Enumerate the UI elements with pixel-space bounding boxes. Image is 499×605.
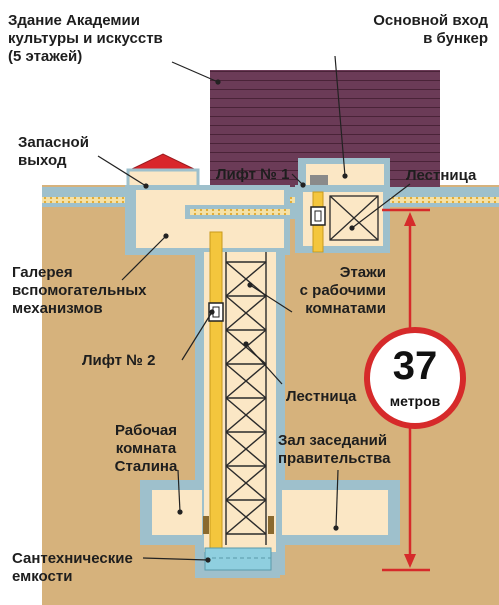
label-stairs-mid: Лестница	[286, 388, 357, 405]
label-academy-building: Здание Академии культуры и искусств (5 э…	[8, 12, 163, 65]
label-emergency-exit: Запасной выход	[18, 134, 89, 169]
label-floors: Этажи с рабочими комнатами	[299, 264, 386, 317]
label-sanitary: Сантехнические емкости	[12, 550, 133, 585]
main-staircase	[225, 252, 267, 545]
sanitary-tanks	[204, 547, 272, 571]
depth-badge	[364, 327, 466, 429]
depth-unit: метров	[389, 393, 441, 409]
label-lift-2: Лифт № 2	[82, 352, 156, 369]
leader-lines	[97, 55, 411, 563]
door-right	[268, 516, 274, 534]
label-stalin-room: Рабочая комната Сталина	[114, 422, 178, 475]
label-council-hall: Зал заседаний правительства	[278, 432, 391, 467]
label-gallery: Галерея вспомогательных механизмов	[12, 264, 147, 317]
emergency-exit-roof	[129, 153, 197, 171]
door-left	[203, 516, 209, 534]
depth-value: 37	[392, 344, 438, 388]
entrance-staircase	[329, 195, 379, 241]
lift-2-shaft	[209, 231, 223, 551]
label-main-entrance: Основной вход в бункер	[373, 12, 488, 47]
label-lift-1: Лифт № 1	[216, 166, 290, 183]
lift-1-cabin	[310, 206, 326, 226]
label-stairs-top: Лестница	[406, 167, 477, 184]
